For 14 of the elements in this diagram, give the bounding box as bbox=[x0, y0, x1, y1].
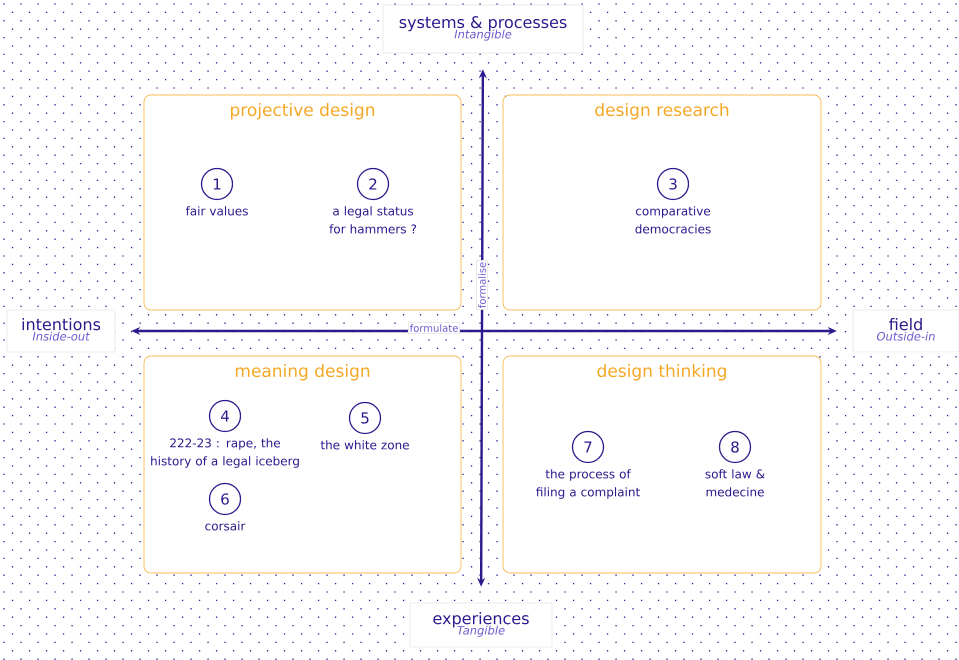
edge-label: formulate bbox=[408, 322, 460, 334]
node-label: a legal status for hammers ? bbox=[329, 206, 416, 234]
node-label: 222-23 : rape, the history of a legal iceberg bbox=[151, 438, 299, 468]
edge-label: formalise bbox=[476, 260, 488, 310]
node-label: the white zone bbox=[320, 440, 409, 450]
node-label: comparative democracies bbox=[635, 206, 711, 234]
axis-label-box: experiences Tangible bbox=[410, 602, 552, 648]
axis-label-box: systems & processes Intangible bbox=[382, 4, 584, 54]
axis-label-box: intentions Inside-out bbox=[6, 310, 116, 352]
node-label: the process of filing a complaint bbox=[536, 469, 640, 499]
node-label: corsair bbox=[205, 521, 246, 530]
node-label: soft law & medecine bbox=[706, 469, 765, 496]
axis-label-box: field Outside-in bbox=[852, 310, 959, 352]
node-label: fair values bbox=[186, 206, 248, 216]
